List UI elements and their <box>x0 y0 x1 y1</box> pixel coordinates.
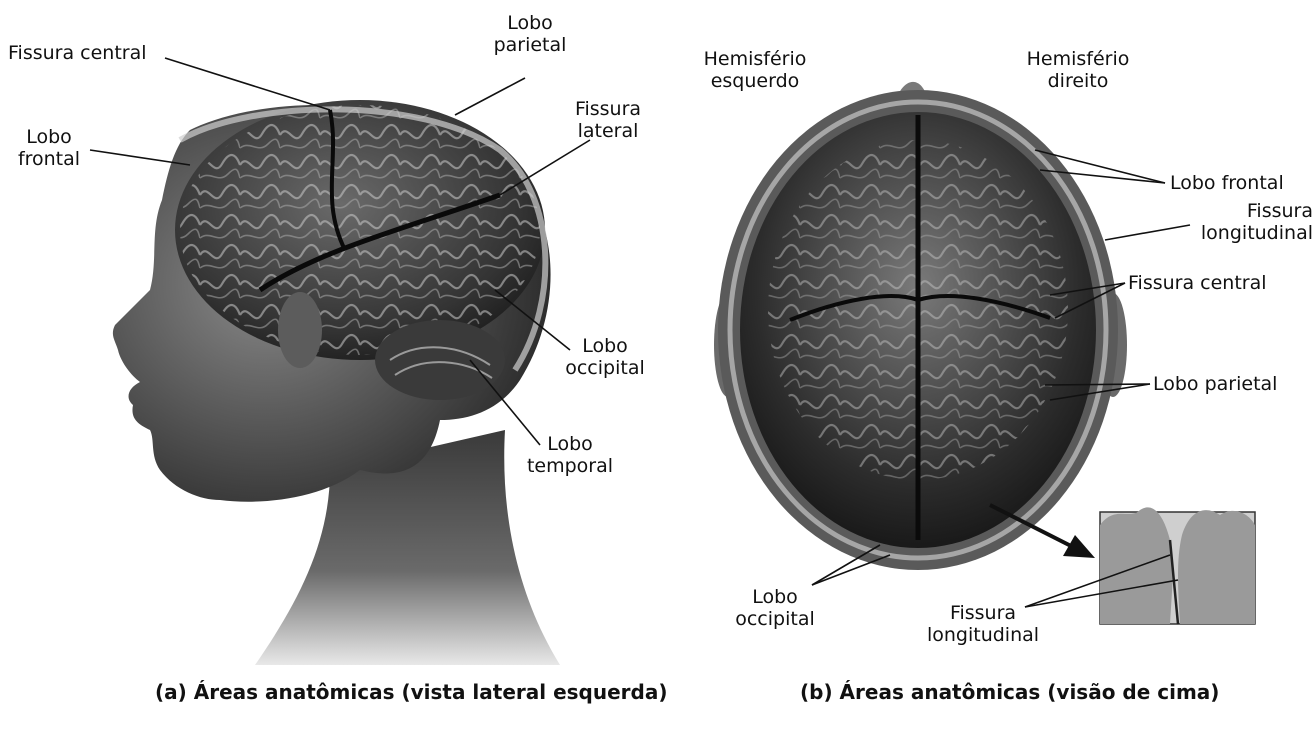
label-hemisferio-esquerdo: Hemisfério esquerdo <box>695 48 815 92</box>
label-fissura-lateral-a: Fissura lateral <box>568 98 648 142</box>
label-lobo-occipital-b: Lobo occipital <box>725 586 825 630</box>
lateral-head-illustration <box>113 100 560 665</box>
caption-panel-a: (a) Áreas anatômicas (vista lateral esqu… <box>155 680 667 704</box>
caption-panel-b: (b) Áreas anatômicas (visão de cima) <box>800 680 1219 704</box>
label-fissura-longitudinal-inset: Fissura longitudinal <box>918 602 1048 646</box>
label-fissura-central-b: Fissura central <box>1128 272 1267 294</box>
cerebellum <box>375 320 505 400</box>
label-lobo-parietal-a: Lobo parietal <box>490 12 570 56</box>
label-fissura-central-a: Fissura central <box>8 42 147 64</box>
label-fissura-longitudinal-b: Fissura longitudinal <box>1185 200 1313 244</box>
label-lobo-parietal-b: Lobo parietal <box>1153 373 1277 395</box>
top-view-head-illustration <box>714 82 1127 570</box>
longitudinal-fissure-inset <box>1100 507 1255 624</box>
label-lobo-frontal-b: Lobo frontal <box>1170 172 1284 194</box>
label-lobo-occipital-a: Lobo occipital <box>560 335 650 379</box>
label-lobo-temporal-a: Lobo temporal <box>520 433 620 477</box>
label-hemisferio-direito: Hemisfério direito <box>1018 48 1138 92</box>
ear <box>278 292 322 368</box>
label-lobo-frontal-a: Lobo frontal <box>14 126 84 170</box>
